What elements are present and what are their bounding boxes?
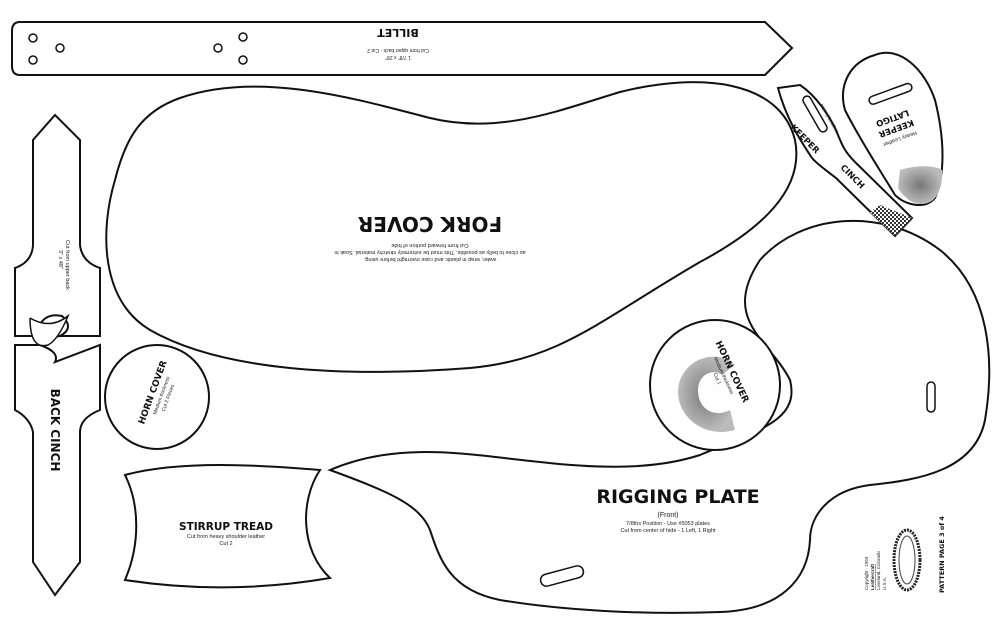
slot <box>802 95 828 133</box>
slot <box>539 565 585 587</box>
slot <box>926 381 936 413</box>
fork-cover-note: Cut from forward portion of hide <box>391 242 468 248</box>
fork-cover-note: as close to belly as possible. This must… <box>334 249 525 255</box>
fork-cover-piece: water, wrap in plastic and case overnigh… <box>105 81 798 373</box>
rigging-plate-note: (Front) <box>658 512 679 519</box>
back-cinch-title: BACK CINCH <box>48 389 62 472</box>
latigo-keeper-piece: Heavy Leather KEEPER LATIGO <box>842 51 944 206</box>
horn-shading <box>678 356 735 432</box>
stirrup-tread-note: Cut from heavy shoulder leather <box>187 534 265 540</box>
horn-cover-right-piece: HORN COVER Medium thickness Cut 1 <box>649 319 781 451</box>
back-cinch-note: 3" x 48" <box>57 250 63 269</box>
rigging-plate-note: 7/8ths Position - Use #5053 plates <box>626 521 710 527</box>
copyright-line: U.S.A. <box>882 577 887 590</box>
hole <box>28 55 38 65</box>
rigging-plate-title: RIGGING PLATE <box>596 486 759 508</box>
billet-note: Cut from upper back - Cut 2 <box>367 47 429 53</box>
copyright-block: Copyright - 1993 Leathercraft Loveland, … <box>864 516 946 593</box>
billet-piece: 1 7/8" x 28" Cut from upper back - Cut 2… <box>11 21 794 76</box>
hole <box>28 33 38 43</box>
keeper-shading <box>898 166 943 205</box>
rigging-plate-note: Cut from center of hide - 1 Left, 1 Righ… <box>620 528 716 534</box>
slot <box>868 82 913 105</box>
billet-title: BILLET <box>377 26 419 39</box>
fork-cover-title: FORK COVER <box>358 212 502 236</box>
copyright-line: Copyright - 1993 <box>864 556 869 590</box>
back-cinch-note: Cut from upper back <box>64 240 70 290</box>
horn-cover-note: Cut 1 <box>712 372 723 386</box>
page-label: PATTERN PAGE 3 of 4 <box>938 516 946 593</box>
fork-cover-note: water, wrap in plastic and case overnigh… <box>363 256 497 262</box>
stirrup-tread-title: STIRRUP TREAD <box>179 521 273 533</box>
hole <box>238 32 248 42</box>
copyright-line: Loveland, Colorado <box>876 550 881 590</box>
copyright-line: Leathercraft <box>870 563 875 590</box>
billet-note: 1 7/8" x 28" <box>385 54 411 60</box>
hole <box>238 55 248 65</box>
hole <box>213 43 223 53</box>
rigging-plate-piece: RIGGING PLATE (Front) 7/8ths Position - … <box>327 219 991 614</box>
horn-cover-left-piece: HORN COVER Medium thickness Cut 2 Pieces <box>104 344 210 450</box>
keeper-checker <box>870 205 912 236</box>
stirrup-tread-piece: STIRRUP TREAD Cut from heavy shoulder le… <box>123 464 333 589</box>
back-cinch-piece: Cut from upper back 3" x 48" BACK CINCH <box>14 113 101 597</box>
stirrup-tread-note: Cut 2 <box>219 541 232 547</box>
hole <box>55 43 65 53</box>
seal-logo <box>892 528 922 592</box>
